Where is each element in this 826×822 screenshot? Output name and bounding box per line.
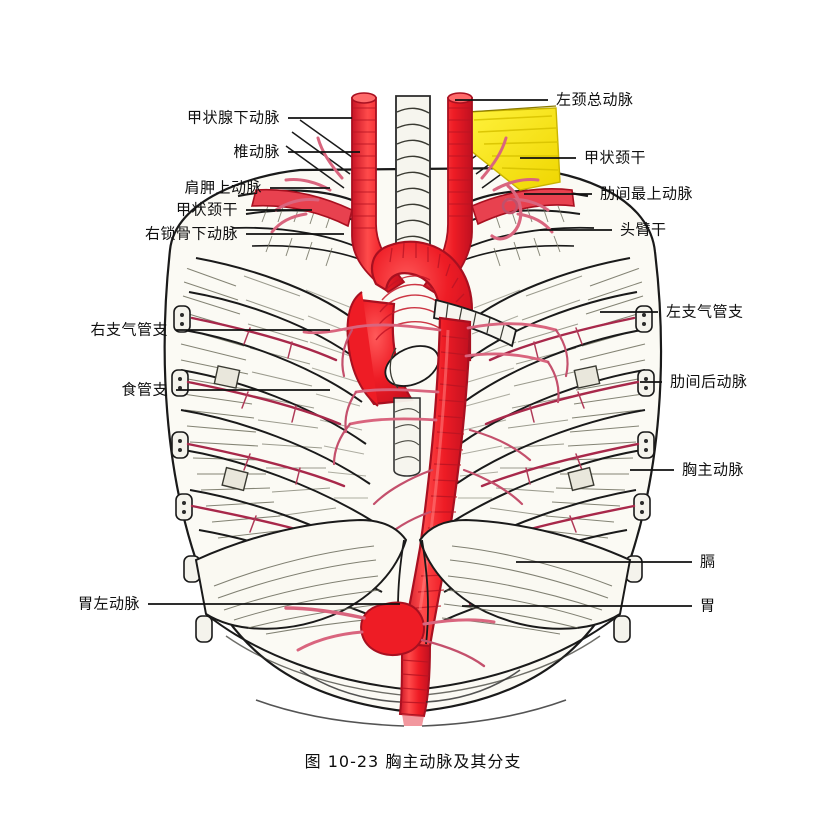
abdominal-outline xyxy=(255,669,567,727)
label-left-gastric-artery: 胃左动脉 xyxy=(77,594,140,613)
great-vessels xyxy=(250,92,575,298)
label-left-common-carotid-artery: 左颈总动脉 xyxy=(556,90,634,109)
label-supreme-intercostal-artery: 肋间最上动脉 xyxy=(600,184,694,203)
label-right-subclavian-artery: 右锁骨下动脉 xyxy=(144,224,238,243)
rib-facets xyxy=(213,365,601,492)
celiac-trunk-region xyxy=(284,601,496,726)
bronchial-esophageal-branches xyxy=(302,322,558,426)
label-stomach: 胃 xyxy=(700,596,716,615)
label-leader-lines xyxy=(148,99,692,607)
label-thoracic-aorta: 胸主动脉 xyxy=(682,460,745,479)
label-diaphragm: 膈 xyxy=(700,552,716,571)
ribs-left xyxy=(439,257,646,623)
label-vertebral-artery: 椎动脉 xyxy=(233,142,280,161)
label-thyrocervical-trunk-right: 甲状颈干 xyxy=(175,200,238,219)
label-right-bronchial-branch: 右支气管支 xyxy=(90,320,168,339)
vagus-nerve xyxy=(465,105,561,191)
label-suprascapular-artery: 肩胛上动脉 xyxy=(184,178,262,197)
label-posterior-intercostal-artery: 肋间后动脉 xyxy=(670,372,748,391)
label-esophageal-branch: 食管支 xyxy=(121,380,168,399)
label-left-bronchial-branch: 左支气管支 xyxy=(666,302,744,321)
label-brachiocephalic-trunk: 头臂干 xyxy=(620,220,667,239)
figure-caption: 图 10-23 胸主动脉及其分支 xyxy=(304,752,522,771)
trachea xyxy=(395,95,431,260)
label-thyrocervical-trunk-left: 甲状颈干 xyxy=(584,148,647,167)
label-inferior-thyroid-artery: 甲状腺下动脉 xyxy=(186,108,280,127)
